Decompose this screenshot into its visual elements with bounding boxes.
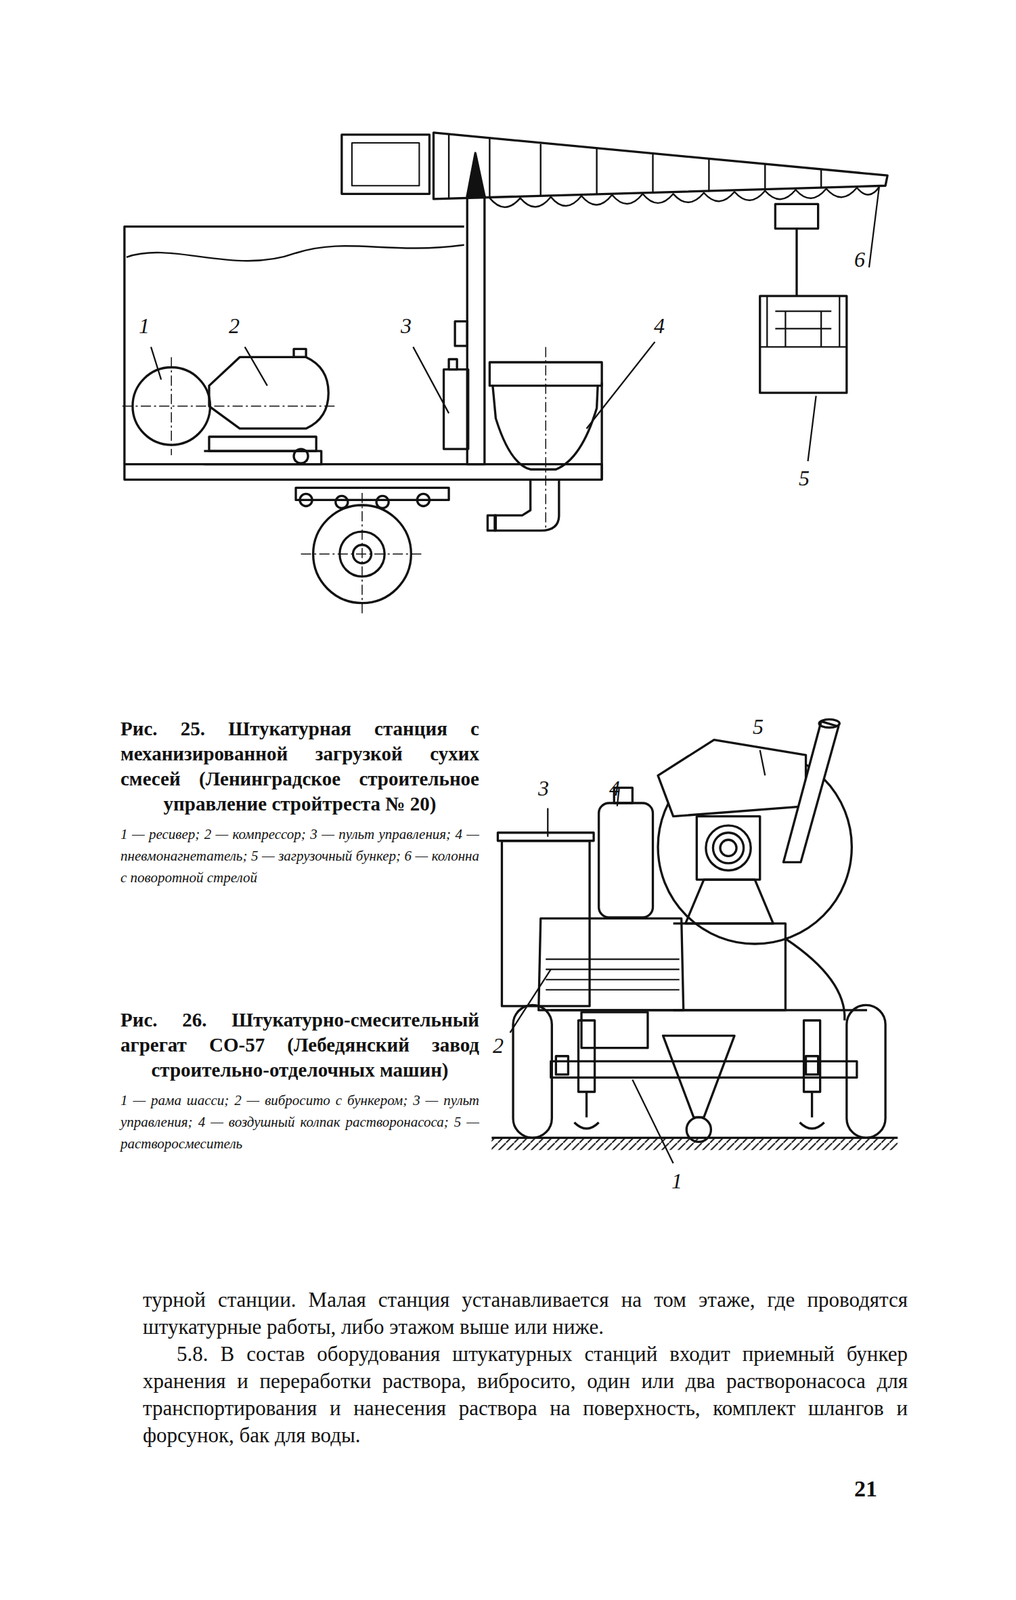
callout-number: 6 <box>854 248 866 271</box>
caption-block: Рис. 25. Штукатурная станция с механизир… <box>120 716 480 889</box>
figure-key: 1 — рама шасси; 2 — вибросито с бункером… <box>120 1089 480 1155</box>
callout-number: 5 <box>752 715 764 738</box>
body-paragraph: 5.8. В состав оборудования штукатурных с… <box>142 1340 908 1449</box>
page-number: 21 <box>854 1476 878 1500</box>
callout-number: 1 <box>138 314 150 337</box>
body-text: турной станции. Малая станция устанавлив… <box>142 1286 908 1449</box>
callout-number: 4 <box>653 314 665 337</box>
figure-caption: Рис. 26. Штукатурно-смесительный агрегат… <box>120 1007 480 1083</box>
callout-number: 2 <box>228 314 240 337</box>
callout-number: 3 <box>400 314 412 337</box>
callout-number: 5 <box>798 467 810 489</box>
body-paragraph: турной станции. Малая станция устанавлив… <box>142 1286 908 1341</box>
figure-key: 1 — ресивер; 2 — компрессор; 3 — пульт у… <box>120 823 480 889</box>
callout-number: 2 <box>492 1034 504 1056</box>
callout-number: 1 <box>671 1169 683 1192</box>
callout-number: 4 <box>609 777 621 799</box>
plastering-mixing-unit-figure <box>491 718 898 1163</box>
caption-block: Рис. 26. Штукатурно-смесительный агрегат… <box>120 1007 480 1155</box>
figure-caption: Рис. 25. Штукатурная станция с механизир… <box>120 716 480 817</box>
plastering-station-figure <box>122 132 888 616</box>
callout-number: 3 <box>538 777 549 799</box>
